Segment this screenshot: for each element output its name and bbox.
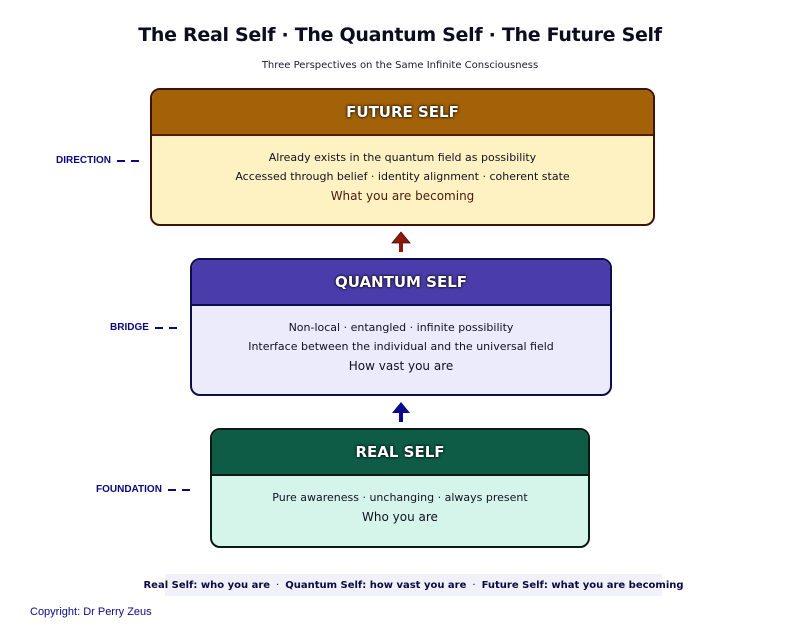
quantum-self-box: QUANTUM SELF Non-local · entangled · inf… [190, 258, 612, 396]
real-self-body: Pure awareness · unchanging · always pre… [212, 476, 588, 527]
dash-icon [154, 326, 163, 329]
arrow-up-icon [392, 402, 410, 422]
dash-icon [167, 488, 176, 491]
diagram-title: The Real Self · The Quantum Self · The F… [138, 24, 662, 46]
arrow-up-icon [391, 231, 411, 252]
dash-icon [181, 488, 190, 491]
real-self-summary: Who you are [362, 510, 438, 524]
copyright-text: Copyright: Dr Perry Zeus [30, 606, 152, 618]
legend-bar: Real Self: who you are · Quantum Self: h… [143, 574, 684, 596]
side-label-text: DIRECTION [56, 155, 111, 166]
legend-item: Quantum Self: how vast you are [285, 579, 467, 591]
legend-separator: · [472, 579, 476, 591]
future-self-line: Already exists in the quantum field as p… [268, 151, 537, 164]
side-label-text: BRIDGE [110, 322, 149, 333]
real-self-header: REAL SELF [212, 430, 588, 476]
future-self-box: FUTURE SELF Already exists in the quantu… [150, 88, 655, 226]
dash-icon [117, 159, 125, 162]
legend-separator: · [276, 579, 280, 591]
side-label-foundation: FOUNDATION [96, 484, 190, 495]
quantum-self-summary: How vast you are [348, 359, 454, 373]
real-self-line: Pure awareness · unchanging · always pre… [272, 491, 528, 504]
side-label-bridge: BRIDGE [110, 322, 177, 333]
future-self-summary: What you are becoming [330, 189, 475, 203]
future-self-body: Already exists in the quantum field as p… [152, 136, 653, 206]
quantum-self-line: Non-local · entangled · infinite possibi… [288, 321, 514, 334]
quantum-self-body: Non-local · entangled · infinite possibi… [192, 306, 610, 376]
side-label-direction: DIRECTION [56, 155, 139, 166]
legend-item: Future Self: what you are becoming [481, 579, 684, 591]
future-self-header: FUTURE SELF [152, 90, 653, 136]
future-self-line: Accessed through belief · identity align… [235, 170, 570, 183]
side-label-text: FOUNDATION [96, 484, 162, 495]
legend-item: Real Self: who you are [143, 579, 271, 591]
dash-icon [168, 326, 177, 329]
quantum-self-line: Interface between the individual and the… [248, 340, 554, 353]
dash-icon [131, 159, 139, 162]
diagram-subtitle: Three Perspectives on the Same Infinite … [261, 60, 539, 71]
real-self-box: REAL SELF Pure awareness · unchanging · … [210, 428, 590, 548]
quantum-self-header: QUANTUM SELF [192, 260, 610, 306]
